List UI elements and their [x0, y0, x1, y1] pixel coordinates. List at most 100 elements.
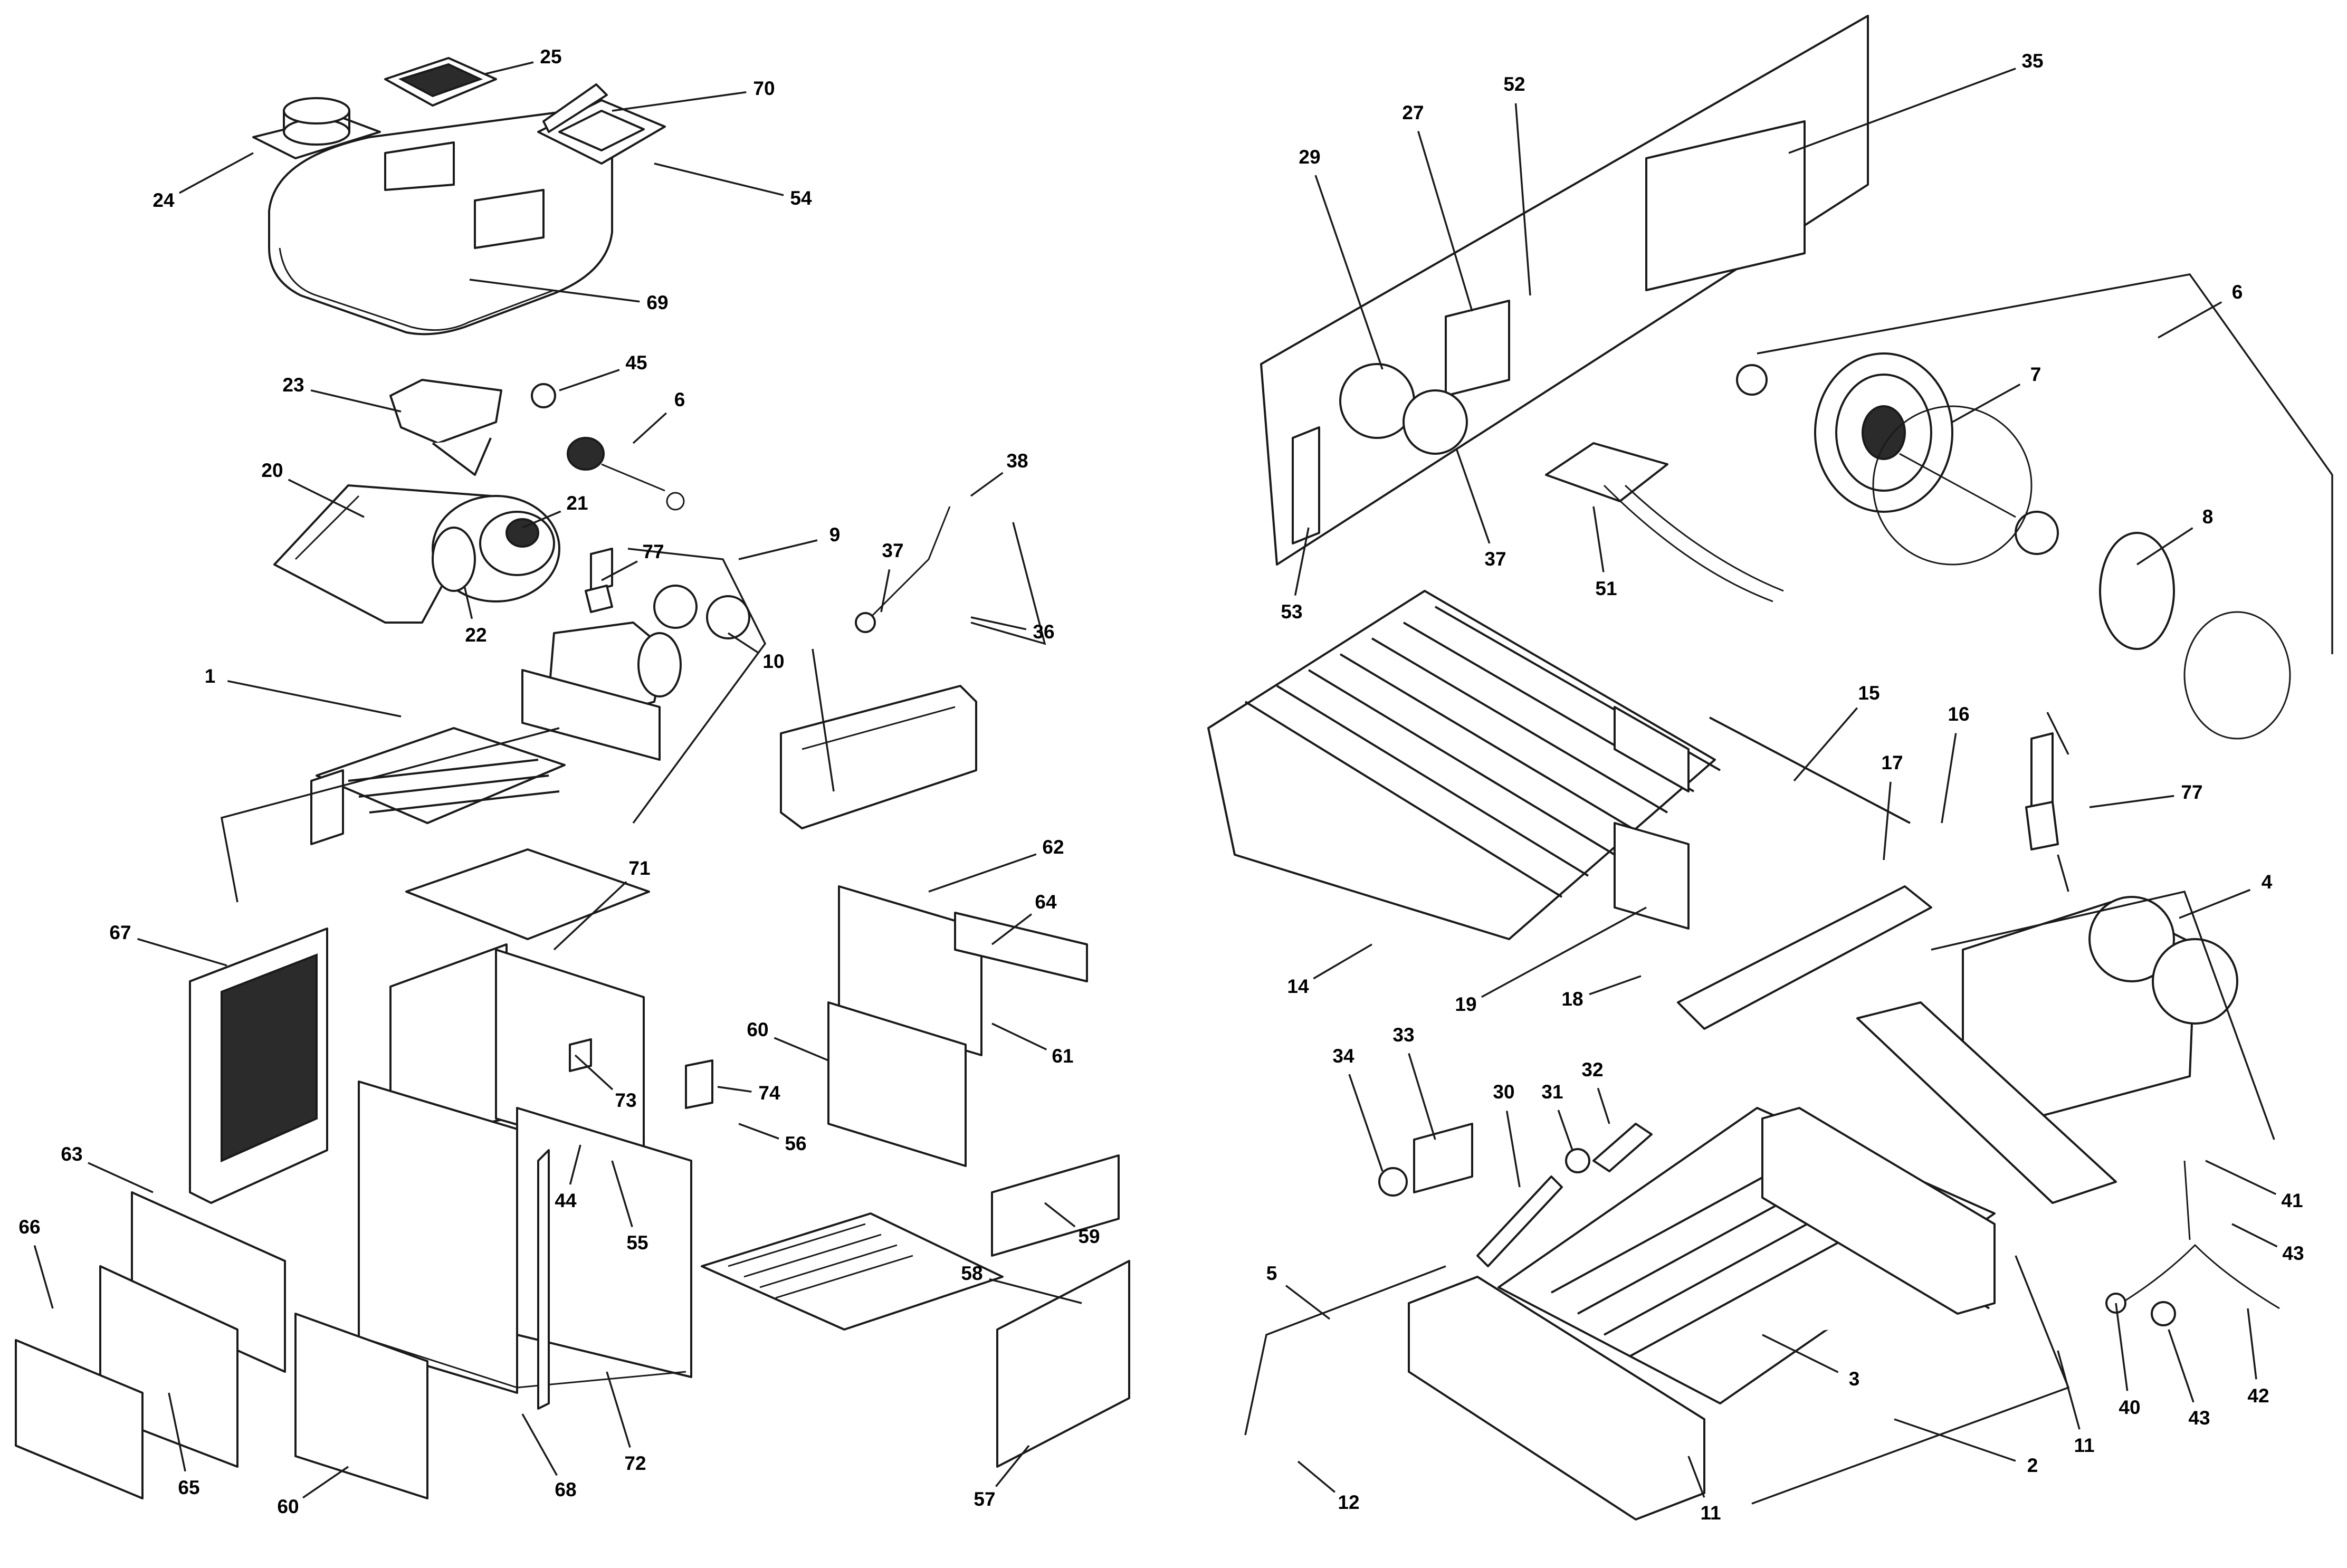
leader-line-c23 [310, 389, 402, 413]
group-outline-left [220, 522, 1046, 903]
leader-line-c18 [1589, 975, 1642, 996]
callout-label-c4: 4 [2262, 871, 2273, 893]
callout-c5: 5 [1266, 1263, 1331, 1320]
callout-label-c37a: 37 [882, 540, 903, 561]
callout-label-c35: 35 [2021, 50, 2043, 72]
access-door-part [537, 83, 666, 165]
leader-line-c37a [880, 569, 891, 613]
callout-label-c5: 5 [1266, 1263, 1277, 1284]
callout-c6a: 6 [632, 389, 685, 444]
leader-line-c70 [612, 91, 747, 112]
callout-label-c11a: 11 [2074, 1435, 2094, 1456]
callout-label-c71: 71 [628, 857, 650, 879]
callout-c70: 70 [612, 78, 775, 112]
callout-c77b: 77 [2089, 781, 2203, 808]
heat-exchanger-large-part [1408, 1107, 1996, 1521]
callout-label-c74: 74 [758, 1082, 780, 1104]
callout-c60a: 60 [747, 1019, 829, 1062]
callout-label-c3: 3 [1849, 1368, 1860, 1390]
callout-c1: 1 [205, 665, 402, 718]
callout-label-c7: 7 [2030, 364, 2041, 385]
callout-c51: 51 [1592, 506, 1617, 599]
callout-label-c32: 32 [1581, 1059, 1603, 1081]
gasket-small-part [653, 585, 750, 639]
callout-c29: 29 [1299, 146, 1384, 370]
callout-c27: 27 [1402, 102, 1473, 312]
callout-c60b: 60 [277, 1466, 349, 1517]
callout-c36: 36 [970, 616, 1055, 643]
callout-label-c73: 73 [615, 1089, 636, 1111]
leader-line-c71 [553, 881, 627, 951]
leader-line-c11b [1687, 1456, 1705, 1498]
callout-label-c1: 1 [205, 665, 216, 687]
leader-line-c43a [2231, 1223, 2278, 1248]
sensor-wire-part [864, 506, 951, 624]
burner-tray-small-part [701, 1212, 1004, 1331]
leader-line-c31 [1557, 1110, 1573, 1151]
callout-c43b: 43 [2168, 1329, 2210, 1429]
group-outline-flow-control [1757, 273, 2333, 654]
callout-c73: 73 [574, 1054, 637, 1111]
panel-60a-part [827, 1001, 967, 1167]
callout-label-c65: 65 [178, 1477, 199, 1498]
callout-c37a: 37 [880, 540, 904, 613]
callout-label-c30: 30 [1493, 1081, 1514, 1103]
callout-label-c6a: 6 [674, 389, 685, 410]
callout-layer: 1234566789101111121415161718192021222324… [18, 46, 2304, 1524]
leader-line-c5 [1285, 1285, 1331, 1320]
callout-c57: 57 [974, 1445, 1030, 1510]
leader-line-c16 [1941, 733, 1957, 824]
leader-line-c61 [991, 1022, 1047, 1050]
callout-c37b: 37 [1455, 448, 1506, 570]
leader-line-c4 [2179, 888, 2251, 919]
leader-line-c66 [33, 1245, 54, 1309]
leader-line-c58 [989, 1278, 1082, 1304]
callout-label-c53: 53 [1281, 601, 1302, 623]
leader-line-c73 [574, 1054, 614, 1091]
callout-label-c51: 51 [1595, 578, 1617, 599]
callout-label-c41: 41 [2281, 1190, 2303, 1211]
callout-c15: 15 [1793, 682, 1880, 782]
burner-tray-large-part [1207, 590, 1932, 1030]
panel-63-part [131, 1191, 286, 1373]
callout-c12: 12 [1297, 1460, 1360, 1513]
leader-line-c63 [88, 1162, 154, 1193]
callout-c66: 66 [18, 1216, 54, 1309]
callout-label-c77a: 77 [642, 541, 664, 562]
relief-valve-small-part [585, 548, 613, 613]
leader-line-c65 [168, 1392, 186, 1472]
leader-line-c68 [521, 1413, 558, 1476]
callout-label-c20: 20 [261, 460, 283, 481]
leader-line-c55 [611, 1160, 633, 1227]
leader-line-c15 [1793, 707, 1858, 782]
leader-line-c57 [995, 1445, 1030, 1487]
leader-line-c7 [1952, 384, 2021, 423]
callout-c77a: 77 [601, 541, 664, 581]
callout-c55: 55 [611, 1160, 648, 1254]
callout-c59: 59 [1044, 1202, 1100, 1247]
callout-label-c21: 21 [566, 492, 588, 514]
leader-line-c8 [2136, 527, 2193, 566]
leader-line-c67 [137, 938, 227, 967]
callout-c30: 30 [1493, 1081, 1521, 1188]
callout-label-c11b: 11 [1700, 1502, 1721, 1524]
leader-line-c77b [2089, 795, 2174, 808]
control-box-small-part [780, 685, 977, 829]
callout-label-c10: 10 [762, 651, 784, 672]
callout-label-c56: 56 [785, 1133, 806, 1154]
callout-label-c45: 45 [625, 352, 647, 374]
leader-line-c36 [970, 616, 1027, 630]
callout-label-c42: 42 [2247, 1385, 2269, 1407]
leader-line-c41 [2205, 1160, 2277, 1195]
callout-c20: 20 [261, 460, 365, 518]
callout-label-c69: 69 [646, 292, 668, 313]
callout-c74: 74 [717, 1082, 780, 1104]
callout-label-c44: 44 [555, 1190, 577, 1211]
callout-c14: 14 [1287, 943, 1372, 997]
callout-label-c9: 9 [829, 524, 841, 546]
leader-line-c43b [2168, 1329, 2195, 1403]
callout-label-c37b: 37 [1484, 548, 1506, 570]
leader-line-c77a [601, 560, 638, 581]
panel-61-part [838, 885, 982, 1056]
